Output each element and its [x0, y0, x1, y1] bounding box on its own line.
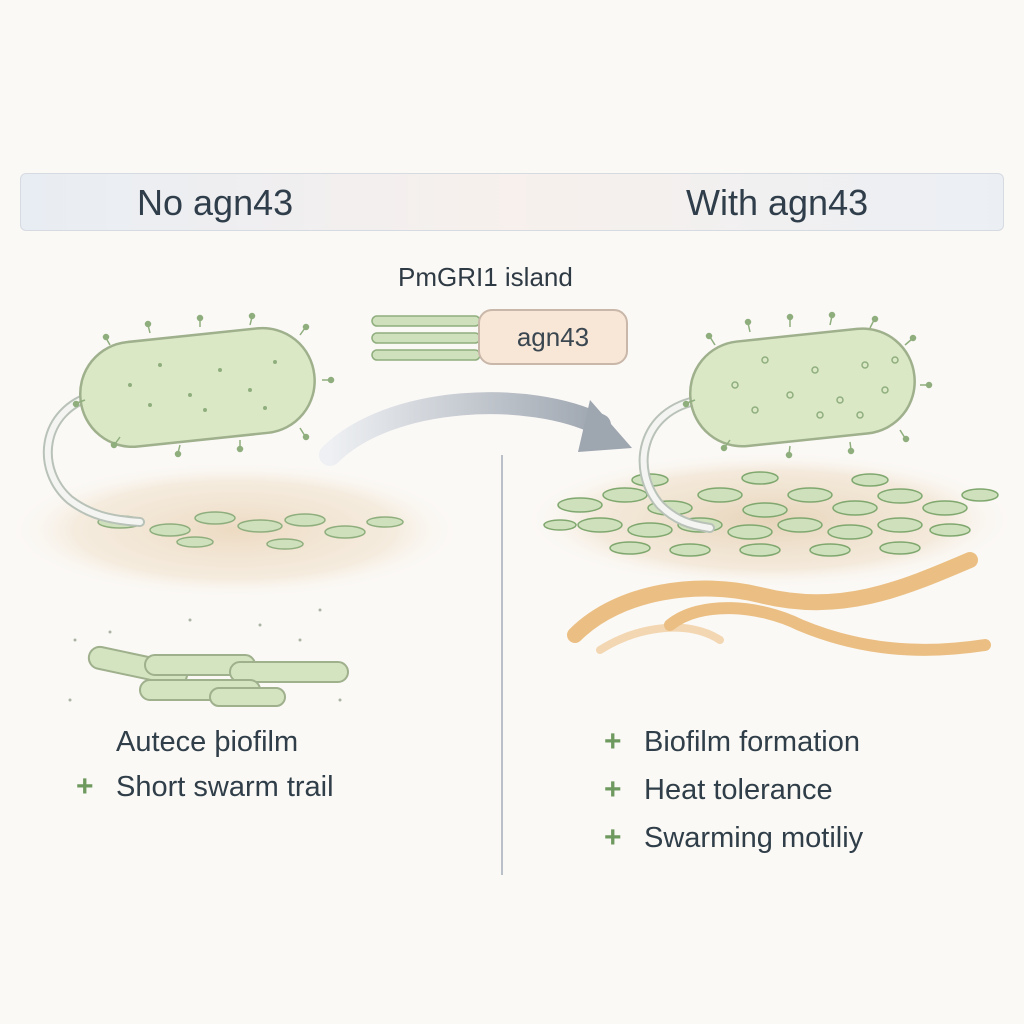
pmgri1-island-label: PmGRI1 island [398, 262, 573, 292]
scattered-dots-left [68, 608, 342, 702]
right-trait-1: Biofilm formation [644, 726, 860, 758]
bacterium-left [42, 312, 335, 527]
short-swarm-cells-left [87, 645, 349, 707]
right-trait-3-plus-icon: + [604, 821, 622, 854]
header-label-with-agn43: With agn43 [686, 182, 869, 223]
bacterium-right [638, 311, 933, 533]
agn43-gene-box: agn43 [478, 309, 628, 365]
transfer-arrow [319, 392, 632, 466]
right-trait-1-plus-icon: + [604, 725, 622, 758]
swarm-trails-right [567, 552, 991, 656]
header-bar [20, 173, 1004, 231]
right-trait-2-plus-icon: + [604, 773, 622, 806]
surface-left [5, 460, 465, 600]
left-trait-2: Short swarm trail [116, 771, 334, 803]
agn43-gene-label: agn43 [516, 321, 590, 352]
panel-divider [501, 455, 503, 875]
right-trait-2: Heat tolerance [644, 774, 833, 806]
header-label-no-agn43: No agn43 [137, 182, 294, 223]
right-trait-3: Swarming motiliy [644, 822, 864, 854]
left-trait-2-plus-icon: + [76, 770, 94, 803]
pmgri1-island-element [371, 315, 481, 361]
left-trait-1: Autece þiofilm [116, 726, 299, 758]
